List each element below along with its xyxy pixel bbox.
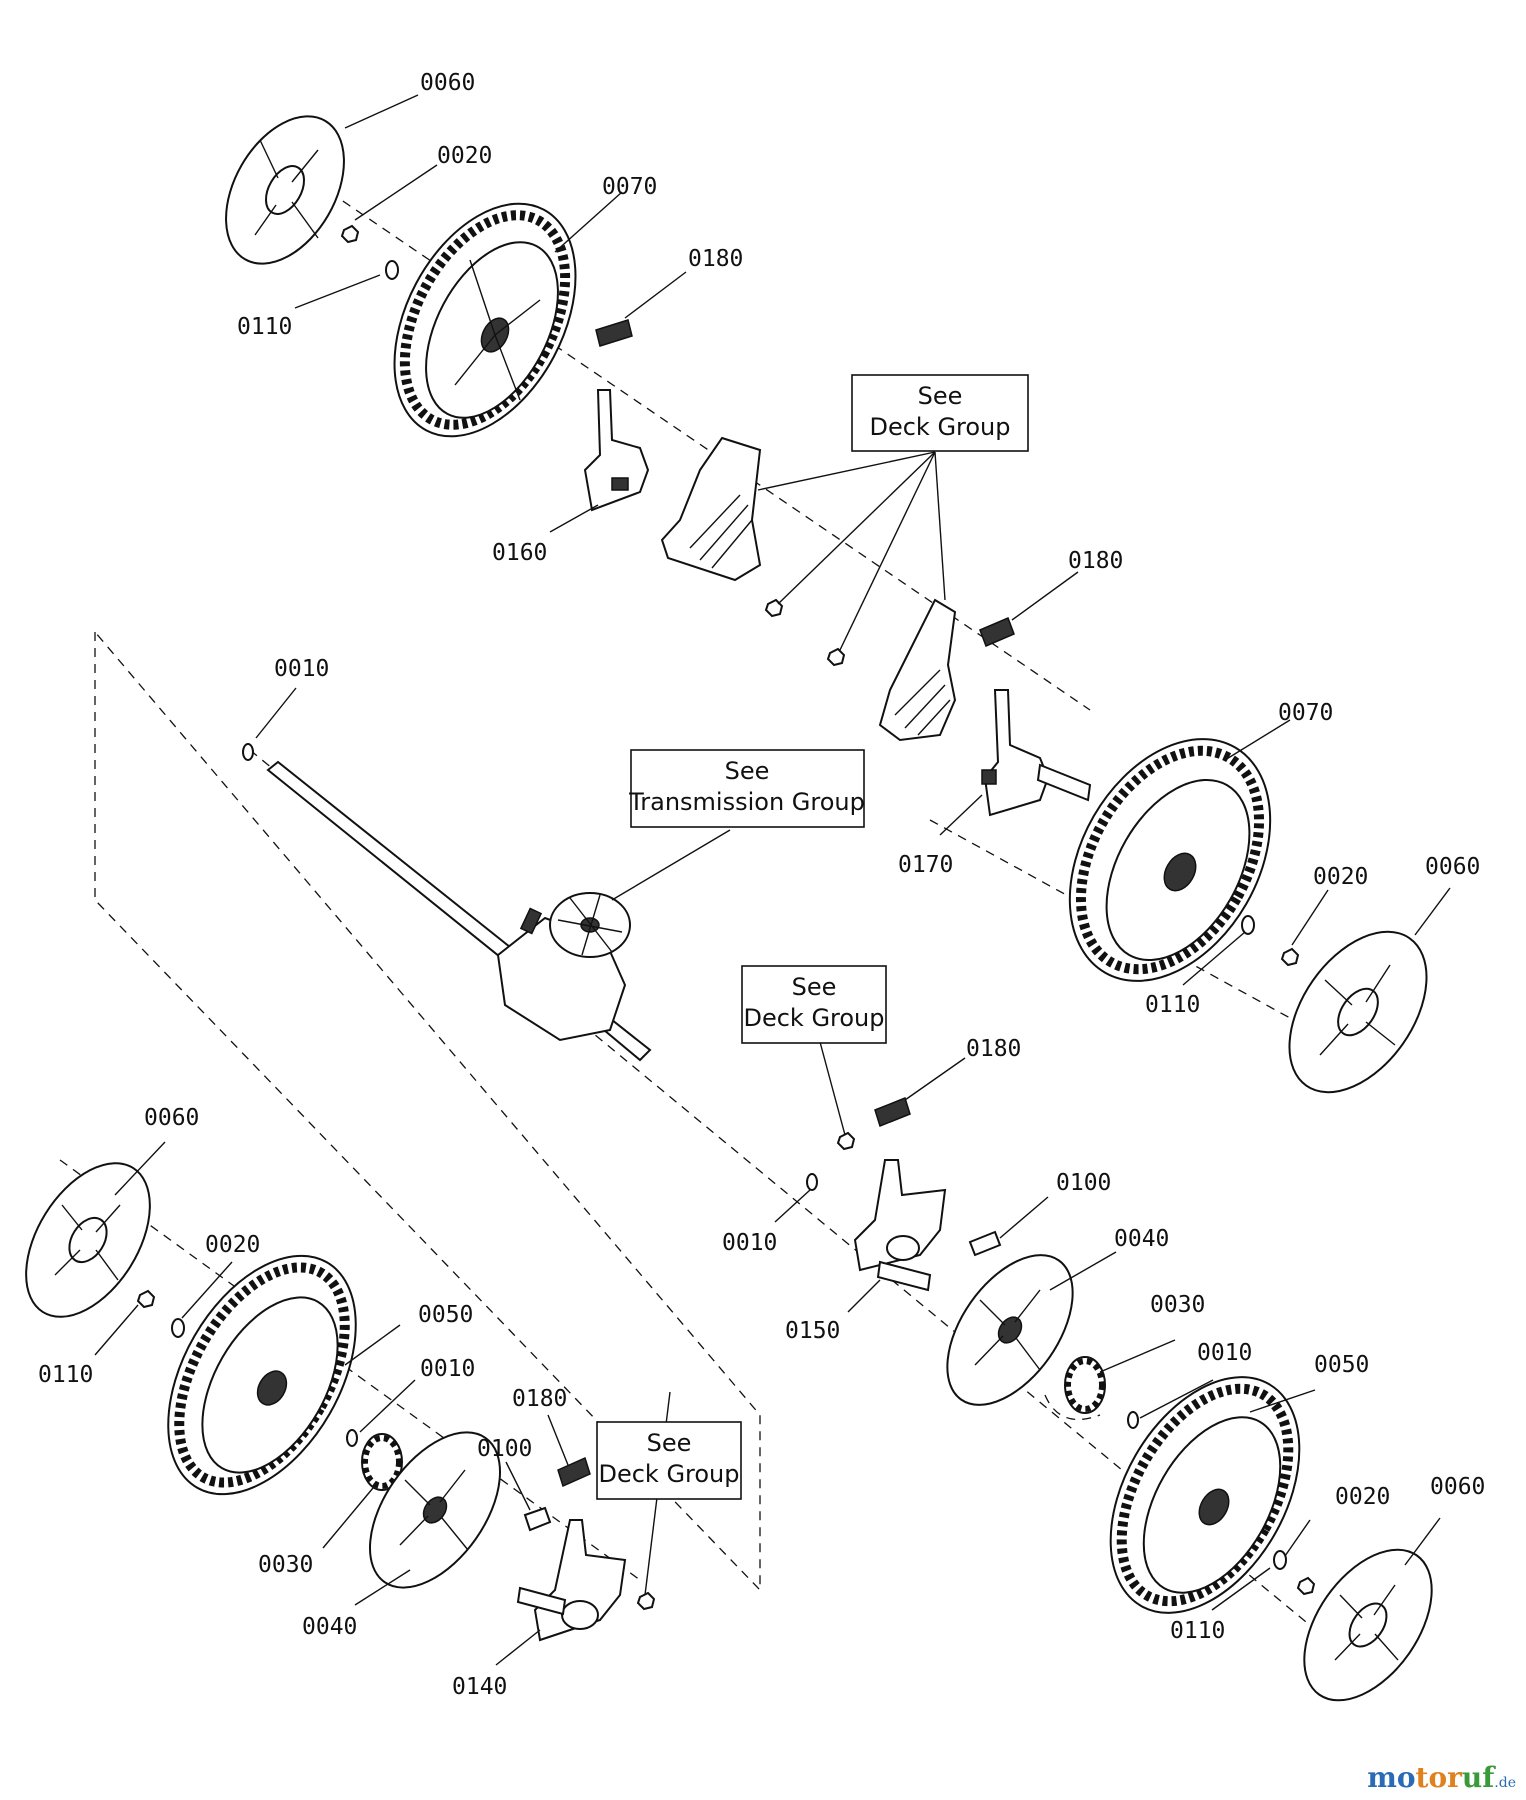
height-knob-left	[557, 1456, 591, 1488]
snap-ring-left-lower	[346, 1429, 358, 1447]
part-label: 0110	[38, 1362, 93, 1388]
callout-deck-group-top: See Deck Group	[851, 374, 1029, 452]
washer-right-lower	[1273, 1550, 1287, 1570]
nut-right-upper	[1280, 947, 1300, 967]
part-label: 0040	[1114, 1226, 1169, 1252]
part-label: 0030	[258, 1552, 313, 1578]
hubcap-top	[225, 115, 345, 265]
washer-left-lower	[171, 1318, 185, 1338]
snap-ring-middle	[806, 1173, 818, 1191]
hubcap-right-upper	[1288, 930, 1428, 1094]
bolt-0100-right	[968, 1230, 1002, 1257]
part-label: 0060	[1425, 854, 1480, 880]
svg-text:Deck Group: Deck Group	[869, 413, 1010, 441]
part-label: 0150	[785, 1318, 840, 1344]
drive-disc-right	[946, 1254, 1074, 1406]
part-label: 0040	[302, 1614, 357, 1640]
snap-ring-right	[1127, 1411, 1139, 1429]
callout-deck-group-middle: See Deck Group	[741, 965, 887, 1044]
callout-transmission-group: See Transmission Group	[628, 749, 865, 828]
part-label: 0110	[1170, 1618, 1225, 1644]
height-knob-middle	[874, 1097, 911, 1127]
height-knob-right	[979, 617, 1015, 647]
wheel-top	[393, 202, 577, 438]
part-label: 0070	[1278, 700, 1333, 726]
watermark-logo: motoruf.de	[1367, 1761, 1516, 1794]
part-label: 0030	[1150, 1292, 1205, 1318]
callout-deck-group-bottom: See Deck Group	[596, 1421, 742, 1500]
part-label: 0100	[1056, 1170, 1111, 1196]
nut-deck-bottom	[636, 1591, 656, 1611]
assembly-outline	[94, 631, 761, 1592]
wheel-left-lower	[167, 1254, 357, 1496]
height-bracket-0170	[981, 689, 1092, 817]
part-label: 0180	[1068, 548, 1123, 574]
snap-ring-shaft-left	[242, 743, 254, 761]
part-label: 0020	[205, 1232, 260, 1258]
pinion-gear-left	[361, 1433, 403, 1491]
part-label: 0010	[420, 1356, 475, 1382]
drive-disc-left	[368, 1431, 502, 1589]
part-label: 0050	[418, 1302, 473, 1328]
deck-plate-right	[878, 598, 957, 742]
hubcap-right-lower	[1303, 1548, 1433, 1702]
svg-text:See: See	[647, 1429, 692, 1457]
svg-text:See: See	[725, 757, 770, 785]
nut-deck-right	[826, 647, 846, 667]
nut-right-lower	[1296, 1576, 1316, 1596]
svg-text:Transmission Group: Transmission Group	[628, 788, 865, 816]
part-label: 0020	[1335, 1484, 1390, 1510]
washer-right-upper	[1241, 915, 1255, 935]
part-label: 0180	[512, 1386, 567, 1412]
part-label: 0180	[966, 1036, 1021, 1062]
axis-line-main	[249, 749, 1341, 1651]
leader-lines	[94, 94, 1451, 1666]
washer-top	[385, 260, 399, 280]
part-label: 0140	[452, 1674, 507, 1700]
deck-plate-top	[660, 436, 762, 582]
nut-deck-middle	[836, 1131, 856, 1151]
part-label: 0170	[898, 852, 953, 878]
part-label: 0010	[722, 1230, 777, 1256]
nut-top	[340, 224, 360, 244]
height-bracket-0140	[516, 1519, 627, 1642]
part-label: 0070	[602, 174, 657, 200]
wheel-right-upper	[1068, 738, 1272, 982]
hubcap-left-lower	[25, 1162, 151, 1318]
part-label: 0010	[274, 656, 329, 682]
pinion-gear-right	[1064, 1356, 1106, 1414]
height-bracket-0160	[583, 389, 650, 512]
part-label: 0110	[237, 314, 292, 340]
part-label: 0050	[1314, 1352, 1369, 1378]
transmission	[496, 892, 631, 1042]
part-label: 0060	[144, 1105, 199, 1131]
gear-arc	[1044, 1394, 1101, 1421]
height-knob-top	[595, 319, 633, 347]
svg-text:Deck Group: Deck Group	[743, 1004, 884, 1032]
svg-text:See: See	[918, 382, 963, 410]
part-label: 0010	[1197, 1340, 1252, 1366]
part-label: 0060	[420, 70, 475, 96]
svg-text:Deck Group: Deck Group	[598, 1460, 739, 1488]
part-label: 0060	[1430, 1474, 1485, 1500]
part-label: 0020	[1313, 864, 1368, 890]
part-label: 0100	[477, 1436, 532, 1462]
part-label: 0160	[492, 540, 547, 566]
part-label: 0020	[437, 143, 492, 169]
bolt-0100-left	[523, 1506, 552, 1532]
nut-left-lower	[136, 1289, 156, 1309]
part-label: 0110	[1145, 992, 1200, 1018]
axis-line-top	[289, 164, 1091, 711]
wheel-right-lower	[1109, 1376, 1301, 1614]
part-labels: 0060 0020 0070 0180 0110 0160 0180 0010 …	[38, 70, 1485, 1700]
svg-text:See: See	[792, 973, 837, 1001]
part-label: 0180	[688, 246, 743, 272]
height-bracket-0150	[853, 1159, 947, 1292]
